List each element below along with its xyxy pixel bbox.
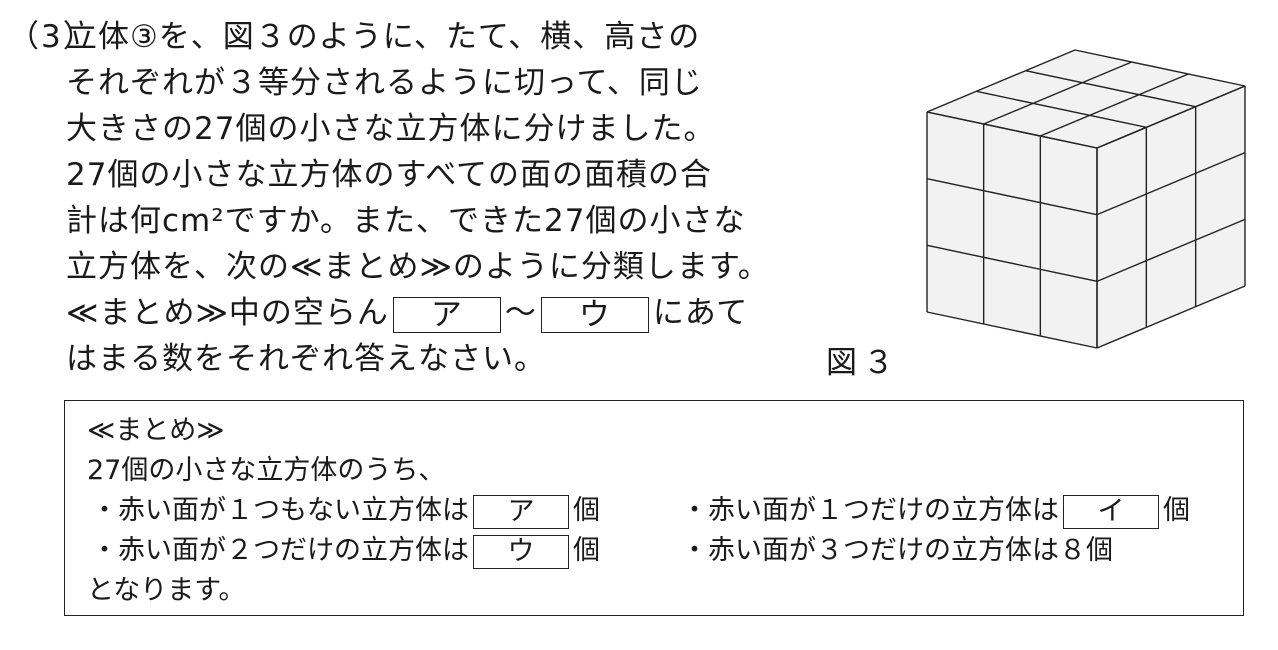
cube-top-line <box>926 49 1076 113</box>
item1-text: ・赤い面が１つもない立方体は <box>91 495 469 526</box>
cube-right-horizontal <box>1096 85 1246 149</box>
cube-right-horizontal <box>1096 285 1246 349</box>
item2-text: ・赤い面が１つだけの立方体は <box>681 495 1059 526</box>
question-line-5: 計は何cm²ですか。また、できた27個の小さな <box>66 203 746 239</box>
summary-closing: となります。 <box>87 575 246 606</box>
line7-start: ≪まとめ≫中の空らん <box>66 295 389 331</box>
question-line-2: それぞれが３等分されるように切って、同じ <box>66 65 703 101</box>
blank-u: ウ <box>540 296 649 333</box>
question-number: （3） <box>8 19 96 55</box>
item3-text: ・赤い面が２つだけの立方体は <box>91 535 469 566</box>
summary-row-2: ・赤い面が２つだけの立方体はウ個・赤い面が３つだけの立方体は８個 <box>87 531 1243 571</box>
cube-right-face <box>1097 86 1245 348</box>
cube-right-horizontal <box>1096 218 1246 282</box>
summary-blank-a: ア <box>473 494 569 529</box>
question-text: 立体③を、図３のように、たて、横、高さの それぞれが３等分されるように切って、同… <box>66 14 786 382</box>
summary-item-1: ・赤い面が１つもない立方体はア個 <box>87 491 681 531</box>
figure-label: 図３ <box>826 345 900 381</box>
cube-left-horizontal <box>926 111 1098 149</box>
summary-box: ≪まとめ≫ 27個の小さな立方体のうち、 ・赤い面が１つもない立方体はア個・赤い… <box>64 400 1244 616</box>
cube-figure <box>926 49 1246 349</box>
cube-left-horizontal <box>926 244 1098 283</box>
cube-top-line <box>1074 49 1246 87</box>
unit-1: 個 <box>573 495 600 526</box>
line7-end: にあて <box>652 295 749 331</box>
tilde: ～ <box>504 295 537 331</box>
question-line-6: 立方体を、次の≪まとめ≫のように分類します。 <box>66 249 770 285</box>
cube-right-horizontal <box>1096 152 1246 216</box>
unit-3: 個 <box>573 535 600 566</box>
cube-left-face <box>927 112 1097 348</box>
summary-item-3: ・赤い面が２つだけの立方体はウ個 <box>87 531 681 571</box>
cube-left-horizontal <box>926 177 1098 216</box>
unit-2: 個 <box>1163 495 1190 526</box>
question-line-7: ≪まとめ≫中の空らんア～ウにあて <box>66 290 786 336</box>
cube-top-line <box>1025 69 1196 108</box>
summary-blank-i: イ <box>1063 494 1159 529</box>
question-line-4: 27個の小さな立方体のすべての面の面積の合 <box>66 157 713 193</box>
cube-top-face <box>927 50 1245 148</box>
question-line-3: 大きさの27個の小さな立方体に分けました。 <box>66 111 716 147</box>
cube-top-line <box>983 61 1132 125</box>
summary-blank-u: ウ <box>473 534 569 569</box>
summary-intro: 27個の小さな立方体のうち、 <box>87 455 446 486</box>
summary-title: ≪まとめ≫ <box>87 415 225 446</box>
blank-a: ア <box>392 296 501 333</box>
cube-left-horizontal <box>926 311 1098 349</box>
summary-item-4: ・赤い面が３つだけの立方体は８個 <box>681 535 1113 566</box>
summary-row-1: ・赤い面が１つもない立方体はア個・赤い面が１つだけの立方体はイ個 <box>87 491 1243 531</box>
cube-top-line <box>976 90 1147 129</box>
question-line-8: はまる数をそれぞれ答えなさい。 <box>66 341 546 377</box>
summary-item-2: ・赤い面が１つだけの立方体はイ個 <box>681 491 1190 531</box>
question-line-1: 立体③を、図３のように、たて、横、高さの <box>66 19 701 55</box>
cube-top-line <box>1040 73 1189 137</box>
